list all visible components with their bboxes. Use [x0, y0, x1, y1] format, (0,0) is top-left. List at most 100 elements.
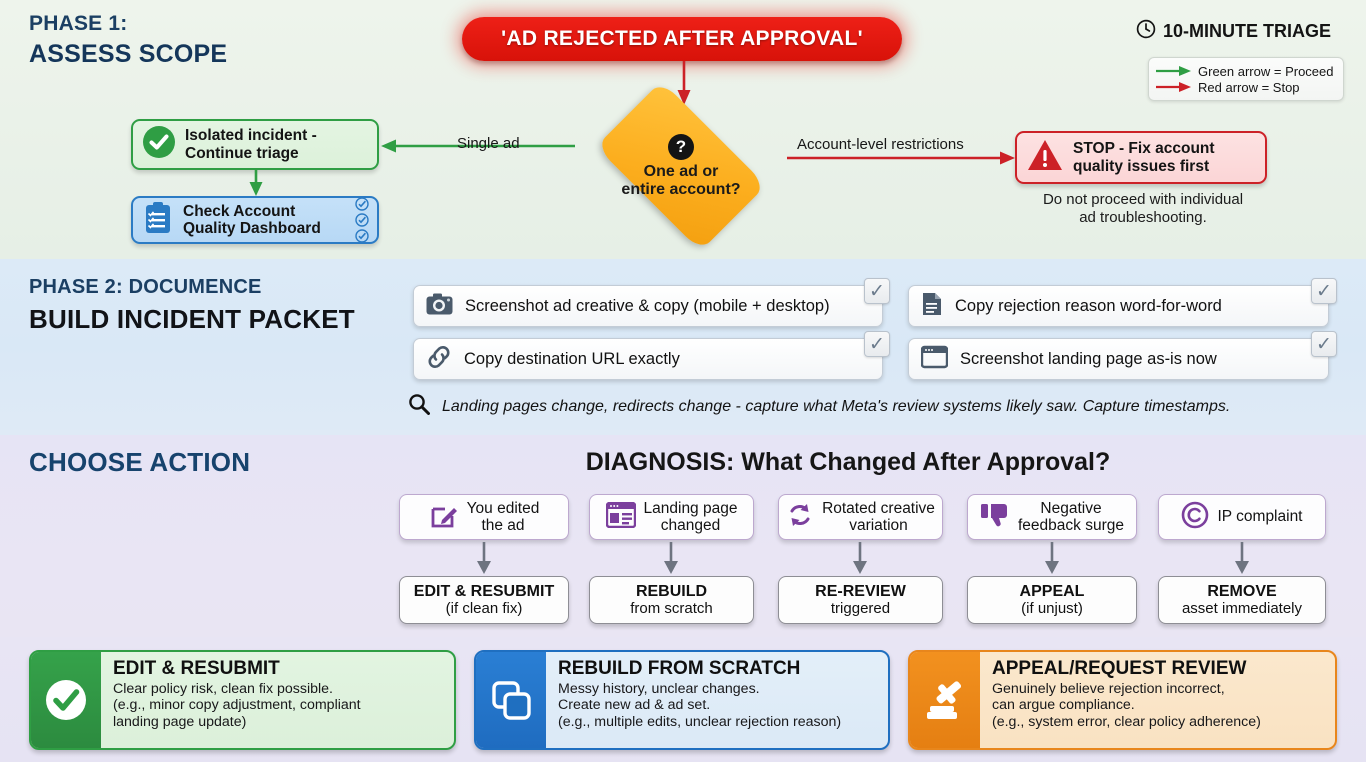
- alert-banner: 'AD REJECTED AFTER APPROVAL': [462, 17, 902, 61]
- decision-card-appeal[interactable]: APPEAL/REQUEST REVIEW Genuinely believe …: [908, 650, 1337, 750]
- arrow-single-ad: [381, 139, 575, 153]
- arrow-banner-to-decision: [677, 61, 691, 105]
- diagnosis-card-label: IP complaint: [1217, 508, 1303, 526]
- browser-icon: [920, 345, 949, 374]
- checklist-checkbox-3[interactable]: ✓: [864, 331, 890, 357]
- diagnosis-card-label: You edited the ad: [466, 499, 540, 534]
- checklist-item-landing-page-screenshot[interactable]: Screenshot landing page as-is now: [908, 338, 1329, 380]
- stop-note: Do not proceed with individual ad troubl…: [1042, 191, 1244, 226]
- triage-title-label: 10-MINUTE TRIAGE: [1163, 21, 1332, 41]
- isolated-incident-label: Isolated incident - Continue triage: [185, 127, 317, 162]
- decision-card-body: REBUILD FROM SCRATCH Messy history, uncl…: [546, 652, 888, 748]
- diagnosis-card-rotated-creative[interactable]: Rotated creative variation: [778, 494, 943, 540]
- action-card-title: EDIT & RESUBMIT: [413, 582, 555, 600]
- check-circle-icon: [142, 125, 176, 164]
- phase-1-label-line2: ASSESS SCOPE: [29, 40, 228, 68]
- legend-label-green: Green arrow = Proceed: [1198, 63, 1334, 79]
- checklist-checkbox-1[interactable]: ✓: [864, 278, 890, 304]
- checklist-label: Screenshot ad creative & copy (mobile + …: [465, 296, 830, 315]
- clipboard-icon: [142, 201, 174, 240]
- rotate-icon: [786, 501, 814, 533]
- checklist-item-destination-url[interactable]: Copy destination URL exactly: [413, 338, 883, 380]
- action-card-title: RE-REVIEW: [815, 582, 906, 600]
- legend-row-green: Green arrow = Proceed: [1156, 64, 1336, 79]
- question-mark-icon: ?: [668, 133, 694, 160]
- check-account-quality-box: Check Account Quality Dashboard: [131, 196, 379, 244]
- document-icon: [921, 292, 943, 321]
- landing-page-icon: [605, 501, 636, 532]
- arrow-diagnosis-1: [477, 542, 491, 574]
- green-arrow-icon: [1156, 66, 1191, 76]
- edge-label-single-ad: Single ad: [457, 135, 520, 152]
- red-arrow-icon: [1156, 82, 1191, 92]
- action-card-sub: (if clean fix): [445, 599, 523, 617]
- clock-icon: [1136, 19, 1156, 44]
- packet-note: Landing pages change, redirects change -…: [408, 393, 1230, 420]
- legend-label-red: Red arrow = Stop: [1198, 79, 1300, 95]
- diagnosis-card-negative-feedback[interactable]: Negative feedback surge: [967, 494, 1137, 540]
- decision-card-body: APPEAL/REQUEST REVIEW Genuinely believe …: [980, 652, 1335, 748]
- diagnosis-title: DIAGNOSIS: What Changed After Approval?: [585, 448, 1111, 476]
- action-card-sub: triggered: [830, 599, 891, 617]
- action-card-remove[interactable]: REMOVE asset immediately: [1158, 576, 1326, 624]
- link-icon: [426, 345, 452, 374]
- check-circle-icon: [31, 652, 101, 748]
- decision-card-desc: Messy history, unclear changes. Create n…: [558, 680, 842, 731]
- action-card-title: APPEAL: [1019, 582, 1085, 600]
- checklist-item-rejection-reason[interactable]: Copy rejection reason word-for-word: [908, 285, 1329, 327]
- action-card-title: REBUILD: [635, 582, 708, 600]
- copy-squares-icon: [476, 652, 546, 748]
- diagnosis-card-you-edited[interactable]: You edited the ad: [399, 494, 569, 540]
- edit-pencil-icon: [429, 500, 459, 534]
- diamond-line-2: entire account?: [621, 181, 741, 198]
- checklist-item-screenshot-creative[interactable]: Screenshot ad creative & copy (mobile + …: [413, 285, 883, 327]
- action-card-appeal[interactable]: APPEAL (if unjust): [967, 576, 1137, 624]
- decision-card-desc: Genuinely believe rejection incorrect, c…: [992, 680, 1261, 731]
- stop-fix-account-label: STOP - Fix account quality issues first: [1073, 140, 1215, 175]
- arrow-diagnosis-3: [853, 542, 867, 574]
- phase-2-label-line1: PHASE 2: DOCUMENCE: [29, 276, 262, 298]
- action-card-re-review[interactable]: RE-REVIEW triggered: [778, 576, 943, 624]
- decision-card-rebuild[interactable]: REBUILD FROM SCRATCH Messy history, uncl…: [474, 650, 890, 750]
- action-card-sub: asset immediately: [1181, 599, 1303, 617]
- arrow-account-level: [787, 151, 1015, 165]
- checklist-checkbox-4[interactable]: ✓: [1311, 331, 1337, 357]
- legend-row-red: Red arrow = Stop: [1156, 80, 1336, 95]
- arrow-diagnosis-4: [1045, 542, 1059, 574]
- decision-card-title: APPEAL/REQUEST REVIEW: [992, 658, 1247, 679]
- action-card-rebuild[interactable]: REBUILD from scratch: [589, 576, 754, 624]
- action-card-sub: from scratch: [630, 599, 713, 617]
- phase-2-label-line2: BUILD INCIDENT PACKET: [29, 304, 355, 334]
- warning-triangle-icon: [1027, 138, 1063, 177]
- packet-note-label: Landing pages change, redirects change -…: [442, 397, 1231, 415]
- decision-diamond: ? One ad or entire account?: [573, 80, 789, 252]
- edge-label-account-level: Account-level restrictions: [797, 136, 964, 153]
- diagnosis-card-landing-page-changed[interactable]: Landing page changed: [589, 494, 754, 540]
- checklist-label: Copy rejection reason word-for-word: [955, 296, 1222, 315]
- arrow-to-dashboard: [249, 170, 263, 196]
- decision-card-edit-resubmit[interactable]: EDIT & RESUBMIT Clear policy risk, clean…: [29, 650, 456, 750]
- arrow-diagnosis-2: [664, 542, 678, 574]
- action-card-sub: (if unjust): [1021, 599, 1083, 617]
- checklist-checkbox-2[interactable]: ✓: [1311, 278, 1337, 304]
- action-card-edit-resubmit[interactable]: EDIT & RESUBMIT (if clean fix): [399, 576, 569, 624]
- diagnosis-card-label: Negative feedback surge: [1018, 499, 1124, 534]
- diamond-line-1: One ad or: [643, 162, 719, 180]
- phase-1-label-line1: PHASE 1:: [29, 12, 128, 35]
- action-card-title: REMOVE: [1207, 582, 1277, 600]
- decision-card-desc: Clear policy risk, clean fix possible. (…: [113, 680, 361, 731]
- diagnosis-card-ip-complaint[interactable]: IP complaint: [1158, 494, 1326, 540]
- diamond-content: ? One ad or entire account?: [573, 104, 789, 228]
- copyright-icon: [1181, 501, 1209, 533]
- decision-card-title: REBUILD FROM SCRATCH: [558, 658, 801, 679]
- stop-fix-account-box: STOP - Fix account quality issues first: [1015, 131, 1267, 184]
- arrow-legend: Green arrow = Proceed Red arrow = Stop: [1148, 57, 1344, 101]
- check-account-quality-label: Check Account Quality Dashboard: [183, 202, 321, 237]
- diagnosis-card-label: Landing page changed: [643, 499, 738, 534]
- checklist-label: Copy destination URL exactly: [464, 349, 680, 368]
- isolated-incident-box: Isolated incident - Continue triage: [131, 119, 379, 170]
- decision-card-title: EDIT & RESUBMIT: [113, 658, 280, 679]
- triage-title: 10-MINUTE TRIAGE: [1136, 19, 1331, 44]
- checklist-label: Screenshot landing page as-is now: [960, 349, 1217, 368]
